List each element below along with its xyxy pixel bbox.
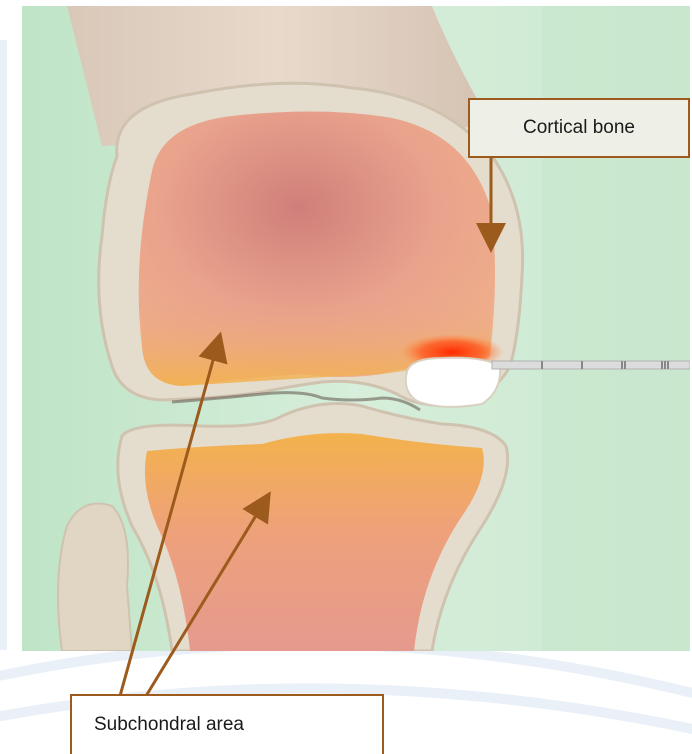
subchondral-area-label: Subchondral area	[70, 694, 384, 754]
rf-probe	[492, 361, 690, 369]
cortical-bone-label: Cortical bone	[468, 98, 690, 158]
cortical-bone-label-text: Cortical bone	[523, 117, 635, 139]
fibula	[58, 504, 132, 652]
subchondral-area-label-text: Subchondral area	[94, 714, 244, 736]
probe-tip	[406, 358, 500, 407]
